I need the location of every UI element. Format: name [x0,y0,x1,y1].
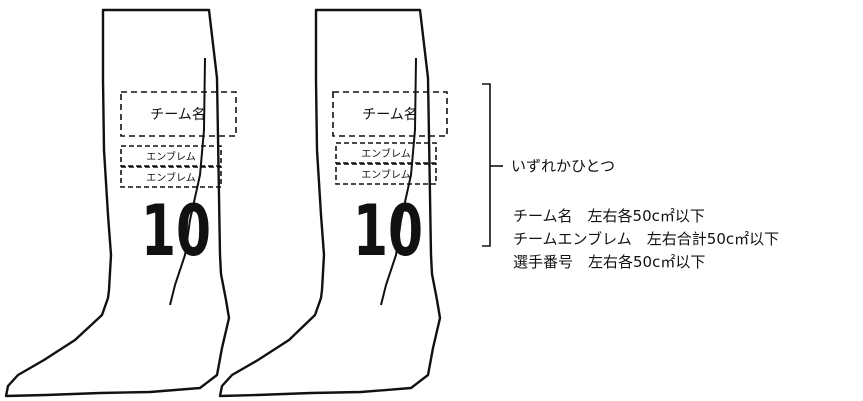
right-team-name-zone [332,91,448,137]
right-emblem-zone-2 [335,163,437,185]
right-sock-outline [218,8,442,398]
choice-note: いずれかひとつ [511,157,615,175]
right-emblem-label-1: エンブレム [361,147,411,160]
team-name-rule: チーム名 左右各50c㎡以下 [513,207,705,225]
number-rule: 選手番号 左右各50c㎡以下 [513,253,706,271]
left-emblem-label-1: エンブレム [146,150,196,163]
left-sock: チーム名 エンブレム エンブレム 10 [4,8,237,398]
right-player-number: 10 [353,190,423,272]
left-sock-seam [169,57,206,306]
emblem-rule: チームエンブレム 左右合計50c㎡以下 [513,230,780,248]
right-emblem-zone-1 [335,142,437,164]
left-emblem-zone-2 [120,166,222,188]
right-team-name-label: チーム名 [362,107,418,123]
left-player-number: 10 [141,190,211,272]
left-team-name-label: チーム名 [150,107,206,123]
right-sock: チーム名 エンブレム エンブレム 10 [218,8,448,398]
left-emblem-label-2: エンブレム [146,171,196,184]
left-team-name-zone [120,91,237,137]
right-emblem-label-2: エンブレム [361,168,411,181]
right-sock-seam [380,57,417,306]
left-emblem-zone-1 [120,145,222,167]
left-sock-outline [4,8,231,398]
grouping-bracket [482,83,491,247]
